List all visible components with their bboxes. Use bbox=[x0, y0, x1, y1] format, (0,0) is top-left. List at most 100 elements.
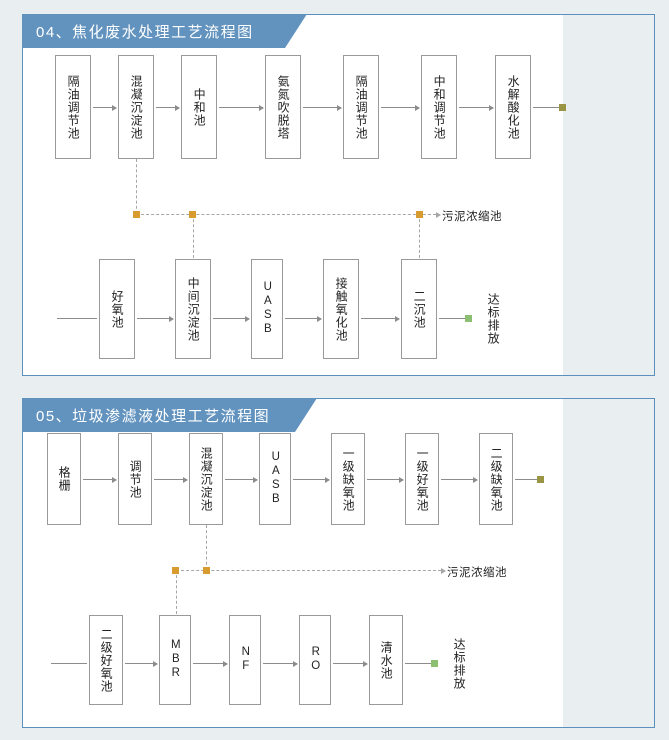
process-node-label: 清水池 bbox=[379, 640, 394, 680]
process-node-04-r2-4[interactable]: 接触氧化池 bbox=[323, 259, 359, 359]
process-node-label: 好氧池 bbox=[110, 289, 125, 329]
process-node-05-r2-1[interactable]: 二级好氧池 bbox=[89, 615, 123, 705]
process-node-04-r2-1[interactable]: 好氧池 bbox=[99, 259, 135, 359]
flow-arrow-05-r1-2 bbox=[154, 476, 188, 483]
sludge-dashed-dropper-04-b bbox=[193, 214, 194, 258]
green-square-marker-05 bbox=[431, 660, 438, 667]
sludge-dashed-riser-05-a bbox=[206, 525, 207, 570]
diagram-banner-04: 04、焦化废水处理工艺流程图 bbox=[22, 14, 307, 48]
process-node-label: 混凝沉淀池 bbox=[199, 446, 214, 512]
amber-square-marker-05-2 bbox=[203, 567, 210, 574]
flow-arrow-04-r2-1 bbox=[137, 315, 174, 322]
process-node-04-r1-5[interactable]: 隔油调节池 bbox=[343, 55, 379, 159]
olive-square-marker-04-r1 bbox=[559, 104, 566, 111]
process-node-04-r2-3[interactable]: UASB bbox=[251, 259, 283, 359]
process-node-label: 二级好氧池 bbox=[99, 627, 114, 693]
process-node-label: MBR bbox=[169, 639, 182, 681]
process-node-label: 混凝沉淀池 bbox=[129, 74, 144, 140]
diagram-banner-title: 04、焦化废水处理工艺流程图 bbox=[36, 23, 254, 41]
diagram-banner-05: 05、垃圾渗滤液处理工艺流程图 bbox=[22, 398, 317, 432]
process-node-05-r1-6[interactable]: 一级好氧池 bbox=[405, 433, 439, 525]
sludge-tank-label-04: 污泥浓缩池 bbox=[442, 211, 502, 223]
process-node-05-r1-3[interactable]: 混凝沉淀池 bbox=[189, 433, 223, 525]
process-node-04-r1-1[interactable]: 隔油调节池 bbox=[55, 55, 91, 159]
process-node-05-r1-7[interactable]: 二级缺氧池 bbox=[479, 433, 513, 525]
sludge-dashed-riser-04-a bbox=[136, 159, 137, 214]
flow-arrow-05-r1-6 bbox=[441, 476, 478, 483]
process-node-04-r2-5[interactable]: 二沉池 bbox=[401, 259, 437, 359]
process-node-label: 隔油调节池 bbox=[66, 74, 81, 140]
flow-line-04-r2-out bbox=[439, 318, 465, 319]
process-node-label: 中和池 bbox=[192, 87, 207, 127]
flow-arrow-05-r1-4 bbox=[293, 476, 330, 483]
process-node-label: UASB bbox=[269, 451, 282, 507]
process-node-label: NF bbox=[239, 646, 252, 674]
flow-arrow-04-r1-1 bbox=[93, 104, 117, 111]
process-node-05-r2-5[interactable]: 清水池 bbox=[369, 615, 403, 705]
process-node-05-r2-3[interactable]: NF bbox=[229, 615, 261, 705]
flow-arrow-05-r1-1 bbox=[83, 476, 117, 483]
process-node-label: 中间沉淀池 bbox=[186, 276, 201, 342]
flow-arrow-05-r2-1 bbox=[125, 660, 158, 667]
flow-arrow-05-r2-2 bbox=[193, 660, 228, 667]
flow-arrow-04-r1-5 bbox=[381, 104, 420, 111]
process-node-05-r1-4[interactable]: UASB bbox=[259, 433, 291, 525]
diagram-panel-05: 格栅 调节池 混凝沉淀池 UASB 一级缺氧池 一级好氧池 二级缺氧池 bbox=[22, 398, 655, 728]
flow-line-05-r2-out bbox=[405, 663, 431, 664]
amber-square-marker-05-1 bbox=[172, 567, 179, 574]
flow-line-04-r1-end bbox=[533, 107, 559, 108]
discharge-label-text: 达标排放 bbox=[486, 293, 501, 345]
discharge-label-text: 达标排放 bbox=[452, 638, 467, 690]
process-node-04-r2-2[interactable]: 中间沉淀池 bbox=[175, 259, 211, 359]
process-node-04-r1-3[interactable]: 中和池 bbox=[181, 55, 217, 159]
process-node-05-r2-2[interactable]: MBR bbox=[159, 615, 191, 705]
process-node-04-r1-6[interactable]: 中和调节池 bbox=[421, 55, 457, 159]
flow-arrow-04-r1-6 bbox=[459, 104, 494, 111]
flow-arrow-04-r1-4 bbox=[303, 104, 342, 111]
sludge-dashed-trunk-04 bbox=[136, 211, 441, 218]
process-node-label: RO bbox=[309, 646, 322, 674]
process-node-label: 隔油调节池 bbox=[354, 74, 369, 140]
sludge-dashed-trunk-05 bbox=[176, 567, 446, 574]
flow-arrow-05-r2-4 bbox=[333, 660, 368, 667]
process-node-label: 一级缺氧池 bbox=[341, 446, 356, 512]
flow-arrow-04-r1-3 bbox=[219, 104, 264, 111]
discharge-label-05[interactable]: 达标排放 bbox=[447, 625, 471, 703]
process-node-label: 二沉池 bbox=[412, 289, 427, 329]
process-node-04-r1-7[interactable]: 水解酸化池 bbox=[495, 55, 531, 159]
process-node-label: UASB bbox=[261, 281, 274, 337]
flow-line-05-r1-end bbox=[515, 479, 537, 480]
process-node-label: 氨氮吹脱塔 bbox=[276, 74, 291, 140]
flow-arrow-04-r1-2 bbox=[156, 104, 180, 111]
process-node-label: 格栅 bbox=[57, 466, 72, 492]
process-node-05-r1-5[interactable]: 一级缺氧池 bbox=[331, 433, 365, 525]
flow-arrow-05-r2-3 bbox=[263, 660, 298, 667]
flow-arrow-05-r1-5 bbox=[367, 476, 404, 483]
sludge-dashed-dropper-04-c bbox=[419, 214, 420, 258]
green-square-marker-04 bbox=[465, 315, 472, 322]
discharge-label-04[interactable]: 达标排放 bbox=[481, 280, 505, 358]
process-node-05-r1-2[interactable]: 调节池 bbox=[118, 433, 152, 525]
diagram-banner-title: 05、垃圾渗滤液处理工艺流程图 bbox=[36, 407, 271, 425]
process-node-label: 调节池 bbox=[128, 459, 143, 499]
process-node-05-r1-1[interactable]: 格栅 bbox=[47, 433, 81, 525]
process-node-label: 一级好氧池 bbox=[415, 446, 430, 512]
flow-line-04-r2-in bbox=[57, 318, 97, 319]
process-node-label: 二级缺氧池 bbox=[489, 446, 504, 512]
process-node-04-r1-2[interactable]: 混凝沉淀池 bbox=[118, 55, 154, 159]
flow-arrow-04-r2-3 bbox=[285, 315, 322, 322]
process-node-label: 中和调节池 bbox=[432, 74, 447, 140]
process-node-label: 接触氧化池 bbox=[334, 276, 349, 342]
olive-square-marker-05-r1 bbox=[537, 476, 544, 483]
process-node-label: 水解酸化池 bbox=[506, 74, 521, 140]
amber-square-marker-04-1 bbox=[133, 211, 140, 218]
sludge-tank-label-05: 污泥浓缩池 bbox=[447, 567, 507, 579]
sludge-dashed-dropper-05-b bbox=[176, 570, 177, 614]
flow-arrow-04-r2-4 bbox=[361, 315, 400, 322]
process-node-04-r1-4[interactable]: 氨氮吹脱塔 bbox=[265, 55, 301, 159]
flow-line-05-r2-in bbox=[51, 663, 87, 664]
amber-square-marker-04-3 bbox=[416, 211, 423, 218]
flow-arrow-04-r2-2 bbox=[213, 315, 250, 322]
process-node-05-r2-4[interactable]: RO bbox=[299, 615, 331, 705]
